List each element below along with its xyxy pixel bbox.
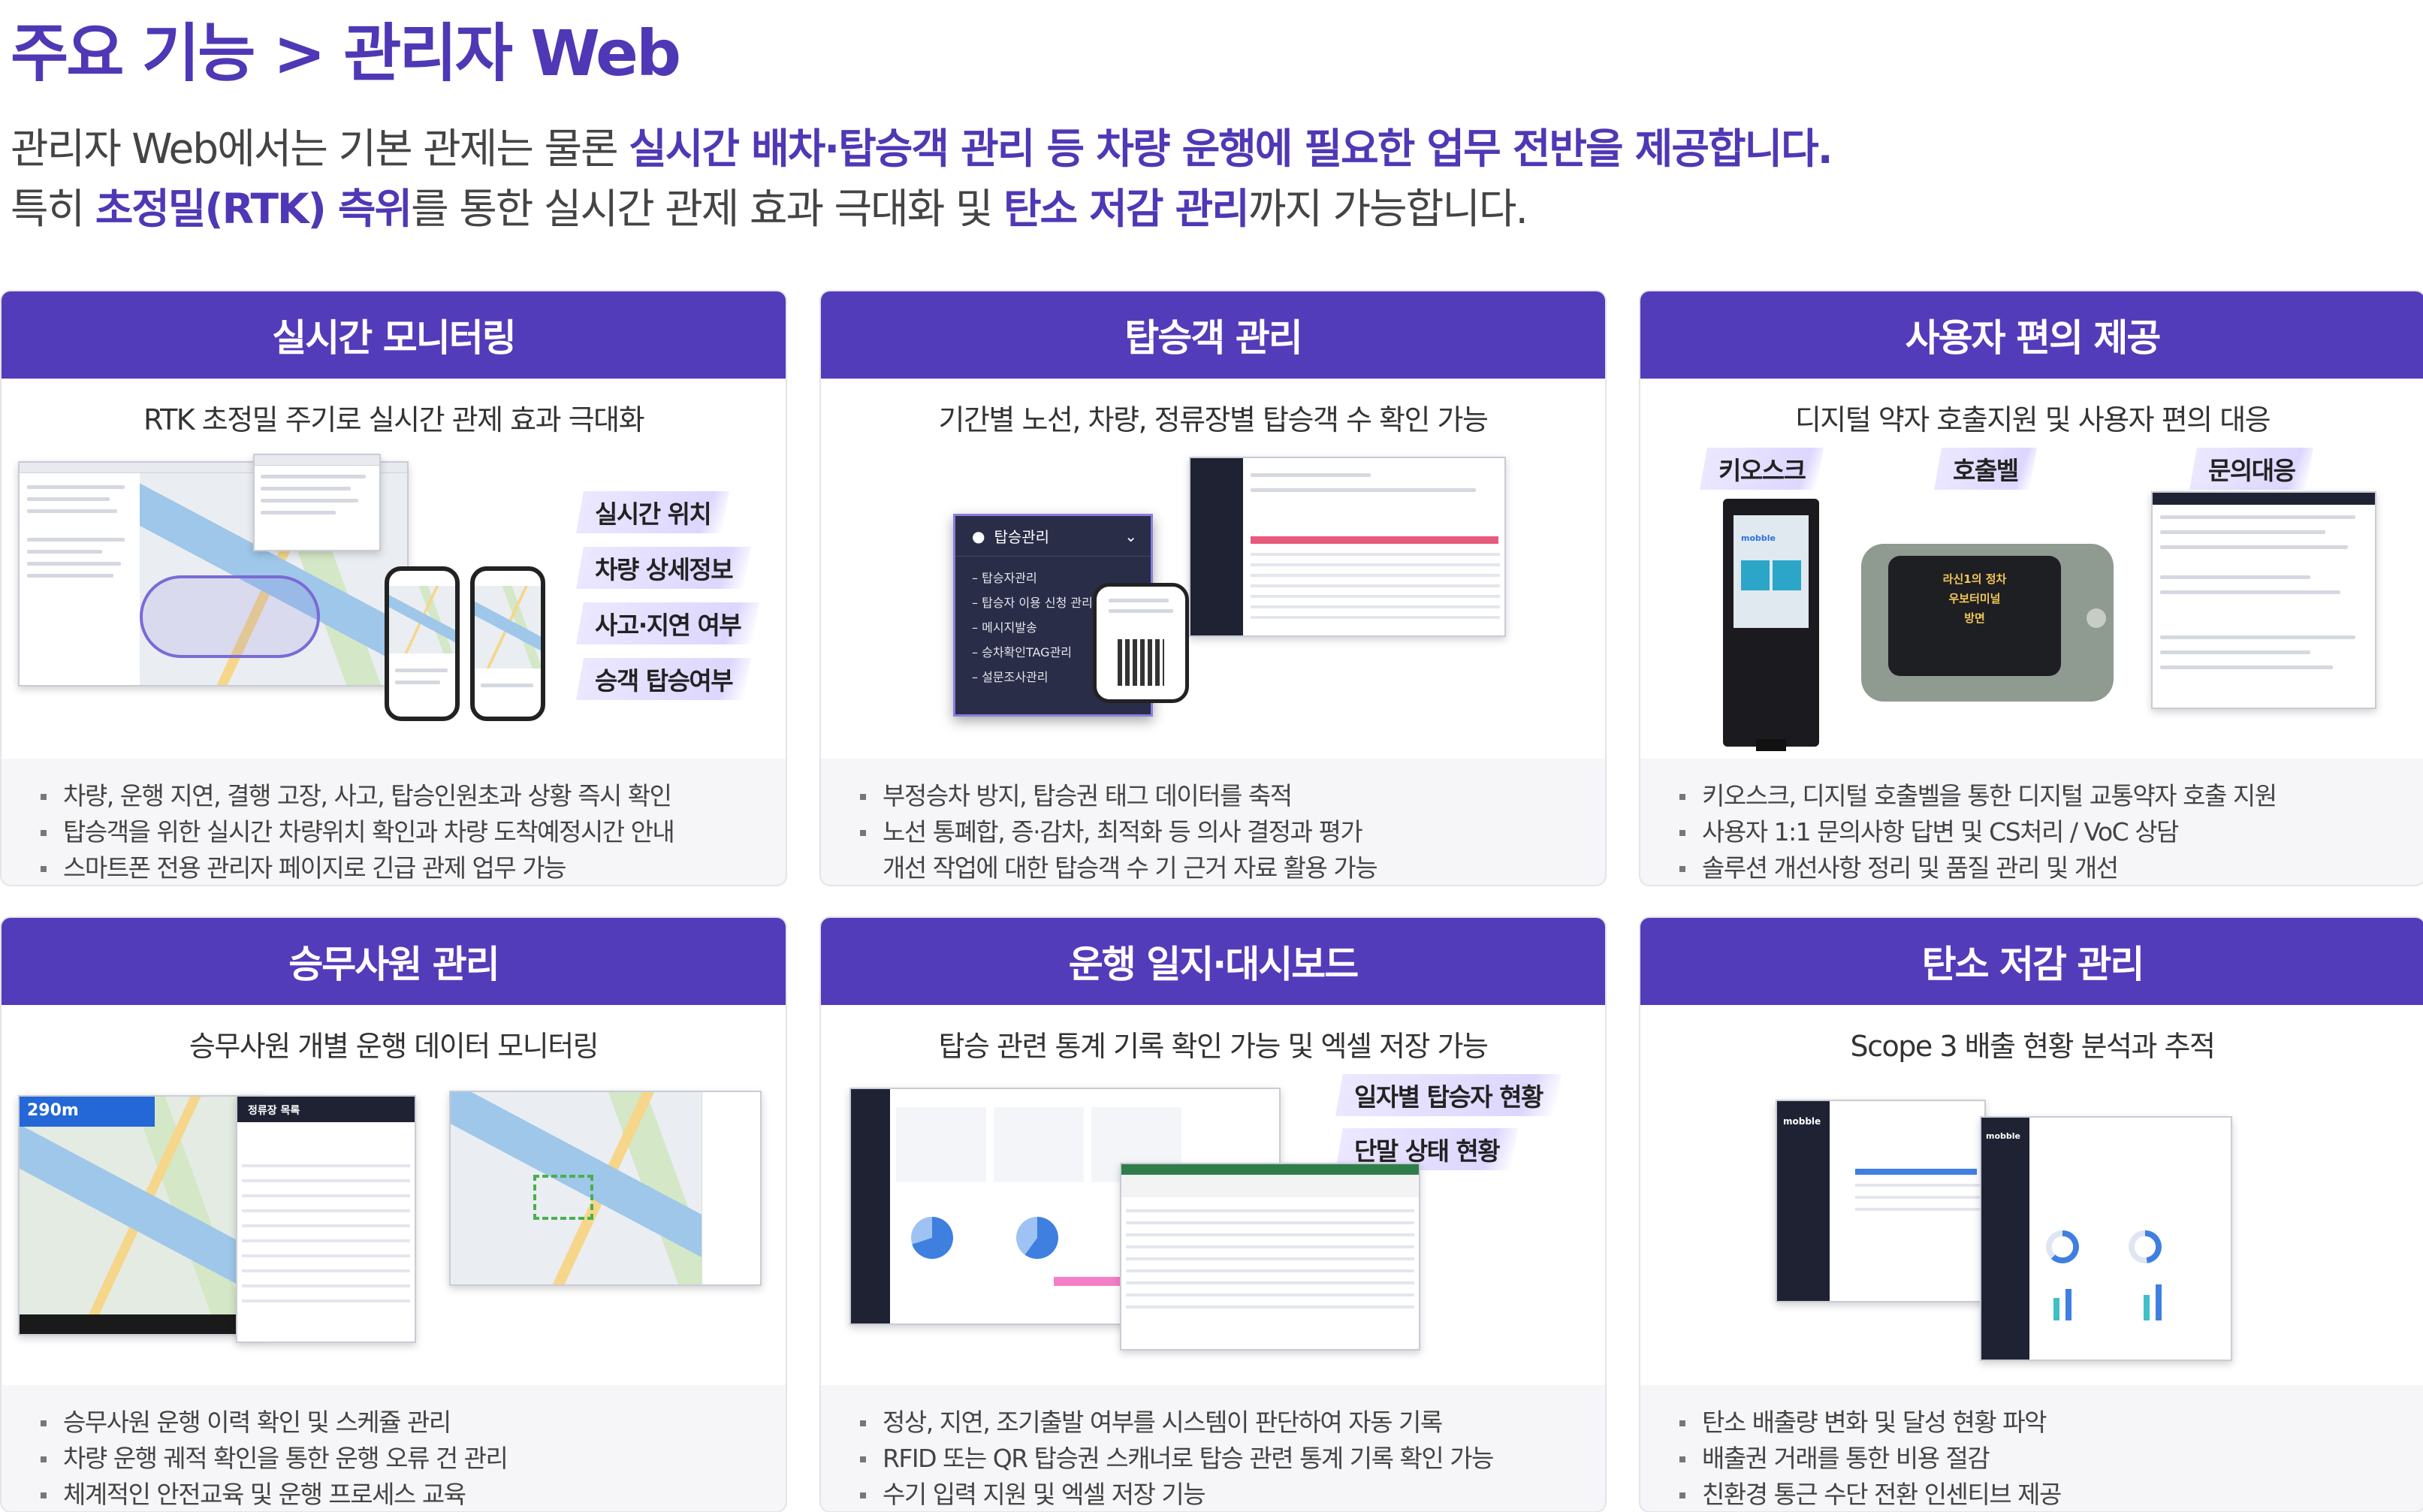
card-subtitle: RTK 초정밀 주기로 실시간 관제 효과 극대화 (143, 403, 645, 436)
navigation-screenshot: 290m (18, 1095, 266, 1335)
bullet-item: 탑승객을 위한 실시간 차량위치 확인과 차량 도착예정시간 안내 (38, 814, 771, 850)
card-passenger-management: 탑승객 관리 기간별 노선, 차량, 정류장별 탑승객 수 확인 가능 ● 탑승… (821, 291, 1605, 885)
bullet-item: 정상, 지연, 조기출발 여부를 시스템이 판단하여 자동 기록 (857, 1405, 1590, 1441)
nav-distance: 290m (27, 1101, 79, 1120)
bullet-item: 솔루션 개선사항 정리 및 품질 관리 및 개선 (1676, 850, 2409, 885)
phone-mockup (470, 566, 545, 721)
user-icon: ● (972, 527, 985, 545)
card-bullets: 부정승차 방지, 탑승권 태그 데이터를 축적 노선 통폐합, 증·감차, 최적… (857, 778, 1590, 885)
page-title: 주요 기능 > 관리자 Web (11, 17, 681, 90)
intro-text: 관리자 Web에서는 기본 관제는 물론 실시간 배차·탑승객 관리 등 차량 … (11, 119, 1833, 239)
phone-mockup (385, 566, 460, 721)
card-visual: 기간별 노선, 차량, 정류장별 탑승객 수 확인 가능 ● 탑승관리 ⌄ – … (821, 379, 1605, 759)
kiosk-brand: mobble (1741, 533, 1776, 543)
feature-tag: 호출벨 (1934, 448, 2037, 490)
card-visual: 디지털 약자 호출지원 및 사용자 편의 대응 키오스크 호출벨 문의대응 mo… (1640, 379, 2423, 759)
bullet-item: 부정승차 방지, 탑승권 태그 데이터를 축적 (857, 778, 1590, 814)
menu-item[interactable]: – 메시지발송 (972, 620, 1037, 635)
pie-chart-icon (911, 1217, 953, 1259)
donut-chart-icon (2129, 1230, 2162, 1263)
card-bullets: 탄소 배출량 변화 및 달성 현황 파악 배출권 거래를 통한 비용 절감 친환… (1676, 1405, 2409, 1511)
card-subtitle: 승무사원 개별 운행 데이터 모니터링 (189, 1030, 599, 1063)
bullet-item: 사용자 1:1 문의사항 답변 및 CS처리 / VoC 상담 (1676, 814, 2409, 850)
card-carbon-reduction: 탄소 저감 관리 Scope 3 배출 현황 분석과 추적 mobble mob… (1640, 918, 2423, 1511)
card-bullets: 승무사원 운행 이력 확인 및 스케쥴 관리 차량 운행 궤적 확인을 통한 운… (38, 1405, 771, 1511)
feature-tag: 문의대응 (2189, 448, 2314, 490)
feature-tag: 일자별 탑승자 현황 (1335, 1074, 1562, 1116)
crew-schedule-screenshot: 정류장 목록 (236, 1095, 416, 1343)
card-title: 탑승객 관리 (821, 291, 1605, 379)
card-subtitle: 디지털 약자 호출지원 및 사용자 편의 대응 (1794, 403, 2271, 436)
card-user-convenience: 사용자 편의 제공 디지털 약자 호출지원 및 사용자 편의 대응 키오스크 호… (1640, 291, 2423, 885)
bullet-item: 승무사원 운행 이력 확인 및 스케쥴 관리 (38, 1405, 771, 1441)
intro-highlight: 실시간 배차·탑승객 관리 등 차량 운행에 필요한 업무 전반을 제공합니다. (629, 125, 1833, 173)
inquiry-screenshot (2151, 491, 2376, 709)
bullet-item: 차량, 운행 지연, 결행 고장, 사고, 탑승인원초과 상황 즉시 확인 (38, 778, 771, 814)
bullet-item: RFID 또는 QR 탑승권 스캐너로 탑승 관련 통계 기록 확인 가능 (857, 1441, 1590, 1477)
card-visual: 승무사원 개별 운행 데이터 모니터링 290m 정류장 목록 (2, 1005, 786, 1385)
chevron-down-icon[interactable]: ⌄ (1124, 527, 1137, 545)
bullet-item: 수기 입력 지원 및 엑셀 저장 기능 (857, 1477, 1590, 1511)
menu-item[interactable]: – 탑승자 이용 신청 관리 (972, 596, 1093, 610)
intro-line-1: 관리자 Web에서는 기본 관제는 물론 실시간 배차·탑승객 관리 등 차량 … (11, 125, 1833, 173)
card-bullets: 정상, 지연, 조기출발 여부를 시스템이 판단하여 자동 기록 RFID 또는… (857, 1405, 1590, 1511)
carbon-screenshot: mobble (1776, 1100, 1986, 1302)
feature-tag: 실시간 위치 (576, 491, 730, 533)
card-title: 탄소 저감 관리 (1640, 918, 2423, 1005)
menu-item[interactable]: – 탑승자관리 (972, 571, 1037, 585)
bullet-item: 스마트폰 전용 관리자 페이지로 긴급 관제 업무 가능 (38, 850, 771, 885)
card-visual: RTK 초정밀 주기로 실시간 관제 효과 극대화 (2, 379, 786, 759)
bullet-item: 친환경 통근 수단 전환 인센티브 제공 (1676, 1477, 2409, 1511)
card-title: 사용자 편의 제공 (1640, 291, 2423, 379)
bullet-item: 체계적인 안전교육 및 운행 프로세스 교육 (38, 1477, 771, 1511)
route-map-screenshot (449, 1091, 762, 1286)
brand-logo: mobble (1986, 1131, 2020, 1141)
excel-screenshot (1120, 1163, 1420, 1351)
qr-phone-mockup (1093, 583, 1189, 703)
bullet-item: 개선 작업에 대한 탑승객 수 기 근거 자료 활용 가능 (883, 853, 1378, 883)
bullet-item: 노선 통폐합, 증·감차, 최적화 등 의사 결정과 평가 (857, 814, 1590, 850)
menu-item[interactable]: – 승차확인TAG관리 (972, 645, 1073, 659)
donut-chart-icon (2046, 1230, 2079, 1263)
card-visual: 탑승 관련 통계 기록 확인 가능 및 엑셀 저장 가능 일자별 탑승자 현황 … (821, 1005, 1605, 1385)
bullet-item: 탄소 배출량 변화 및 달성 현황 파악 (1676, 1405, 2409, 1441)
intro-highlight: 초정밀(RTK) 측위 (95, 185, 412, 233)
card-realtime-monitoring: 실시간 모니터링 RTK 초정밀 주기로 실시간 관제 효과 극대화 (2, 291, 786, 885)
card-operation-dashboard: 운행 일지·대시보드 탑승 관련 통계 기록 확인 가능 및 엑셀 저장 가능 … (821, 918, 1605, 1511)
qr-code-icon (1118, 639, 1164, 686)
brand-logo: mobble (1783, 1116, 1821, 1127)
vehicle-detail-window (253, 454, 381, 551)
intro-line-2: 특히 초정밀(RTK) 측위를 통한 실시간 관제 효과 극대화 및 탄소 저감… (11, 185, 1528, 233)
carbon-dashboard-screenshot: mobble (1980, 1116, 2232, 1361)
card-visual: Scope 3 배출 현황 분석과 추적 mobble mobble (1640, 1005, 2423, 1385)
intro-highlight: 탄소 저감 관리 (1003, 185, 1250, 233)
crew-list-title: 정류장 목록 (248, 1105, 300, 1117)
feature-tag: 사고·지연 여부 (576, 602, 760, 644)
feature-tag: 승객 탑승여부 (576, 658, 752, 700)
kiosk-image: mobble (1723, 499, 1819, 751)
feature-tag: 키오스크 (1700, 448, 1824, 490)
feature-tag: 차량 상세정보 (576, 547, 752, 589)
passenger-table-screenshot (1189, 457, 1506, 637)
card-bullets: 키오스크, 디지털 호출벨을 통한 디지털 교통약자 호출 지원 사용자 1:1… (1676, 778, 2409, 885)
bullet-item: 키오스크, 디지털 호출벨을 통한 디지털 교통약자 호출 지원 (1676, 778, 2409, 814)
card-title: 운행 일지·대시보드 (821, 918, 1605, 1005)
card-crew-management: 승무사원 관리 승무사원 개별 운행 데이터 모니터링 290m 정류장 목록 (2, 918, 786, 1511)
card-title: 승무사원 관리 (2, 918, 786, 1005)
card-title: 실시간 모니터링 (2, 291, 786, 379)
card-subtitle: Scope 3 배출 현황 분석과 추적 (1850, 1030, 2216, 1063)
card-subtitle: 탑승 관련 통계 기록 확인 가능 및 엑셀 저장 가능 (938, 1030, 1489, 1063)
call-bell-image: 라신1의 정차 우보터미널 방면 (1861, 544, 2114, 702)
bullet-item: 차량 운행 궤적 확인을 통한 운행 오류 건 관리 (38, 1441, 771, 1477)
bullet-item: 배출권 거래를 통한 비용 절감 (1676, 1441, 2409, 1477)
card-bullets: 차량, 운행 지연, 결행 고장, 사고, 탑승인원초과 상황 즉시 확인 탑승… (38, 778, 771, 885)
menu-item[interactable]: – 설문조사관리 (972, 670, 1049, 684)
card-subtitle: 기간별 노선, 차량, 정류장별 탑승객 수 확인 가능 (938, 403, 1489, 436)
pie-chart-icon (1016, 1217, 1058, 1259)
menu-header[interactable]: 탑승관리 (994, 528, 1050, 546)
